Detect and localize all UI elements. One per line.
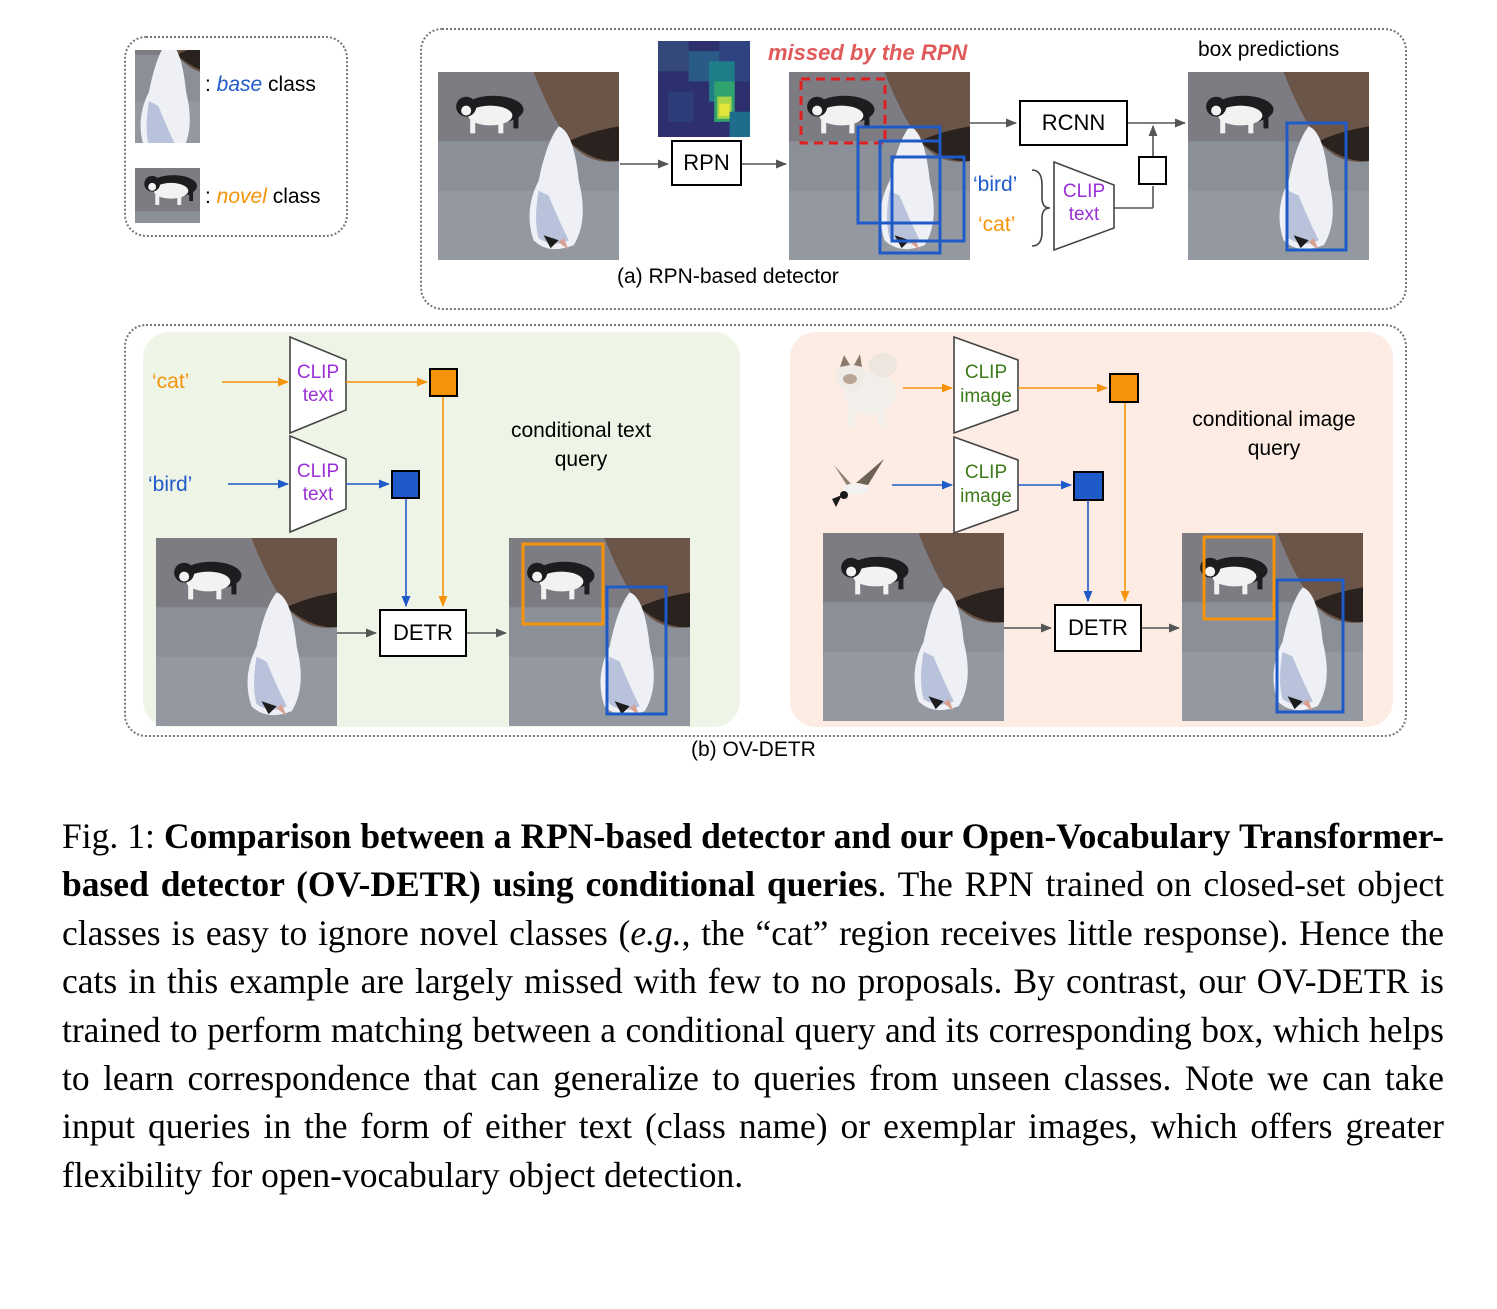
legend-base: : base class — [205, 73, 316, 96]
cat-label-a: ‘cat’ — [978, 213, 1016, 236]
caption-body-1: . The RPN trained on closed-set object c… — [62, 864, 1445, 953]
bird-label-b: ‘bird’ — [148, 473, 193, 496]
legend-box — [124, 36, 348, 237]
bird-text-embedding — [391, 470, 420, 499]
panel-a-caption: (a) RPN-based detector — [617, 265, 839, 288]
caption-bold-title: Comparison between a RPN-based detector … — [62, 816, 1444, 905]
caption-body-2: , the “cat” region receives little respo… — [62, 912, 1444, 1195]
detr-block-right: DETR — [1054, 604, 1142, 652]
rpn-block: RPN — [671, 140, 742, 186]
caption-eg: e.g. — [630, 912, 682, 953]
panel-b-caption: (b) OV-DETR — [691, 738, 816, 761]
bird-label-a: ‘bird’ — [973, 173, 1018, 196]
legend-novel-word: novel — [216, 185, 267, 208]
cat-exemplar-image — [828, 345, 903, 430]
fusion-square — [1138, 156, 1167, 185]
legend-novel: : novel class — [205, 185, 321, 208]
bird-exemplar-image — [826, 455, 888, 513]
cat-label-b: ‘cat’ — [152, 370, 190, 393]
missed-by-rpn-label: missed by the RPN — [768, 40, 968, 65]
box-predictions-label: box predictions — [1198, 38, 1340, 61]
figure-caption: Fig. 1: Comparison between a RPN-based d… — [62, 812, 1444, 1199]
cat-text-embedding — [429, 368, 458, 397]
cat-image-embedding — [1109, 373, 1139, 403]
rcnn-block: RCNN — [1019, 100, 1128, 146]
panel-b-frame — [124, 324, 1407, 737]
figure-label: Fig. 1: — [62, 816, 164, 856]
legend-base-word: base — [216, 73, 263, 96]
detr-block-left: DETR — [379, 609, 467, 657]
panel-a-frame — [420, 28, 1407, 310]
bird-image-embedding — [1073, 471, 1104, 501]
